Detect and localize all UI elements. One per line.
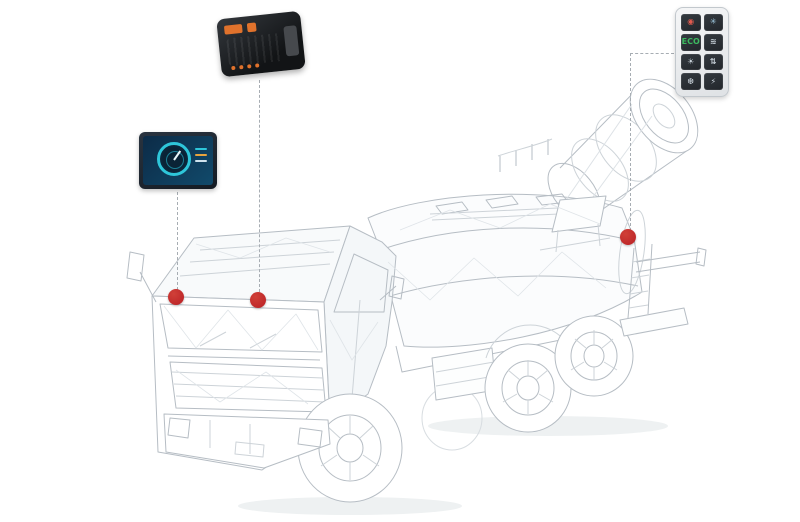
led-indicator xyxy=(239,64,244,70)
bolt-button: ⚡ xyxy=(703,73,723,90)
fog-cannon xyxy=(497,78,699,253)
eco-button: ECO xyxy=(681,33,701,51)
led-indicator xyxy=(247,64,252,69)
rear-wheels xyxy=(484,315,634,433)
callout-line-display xyxy=(177,192,178,290)
fan-button: ✳ xyxy=(703,14,723,31)
controller-heatsink-ridges xyxy=(226,32,283,67)
updown-button: ⇅ xyxy=(703,53,723,71)
speed-gauge-icon xyxy=(157,142,191,176)
light-button: ☀ xyxy=(681,53,701,71)
spray-button: ≋ xyxy=(703,33,723,51)
keypad-buttons: ◉✳ECO≋☀⇅❆⚡ xyxy=(681,14,723,90)
screen-indicator-bar xyxy=(195,160,207,162)
led-indicator xyxy=(255,63,260,68)
hotspot-dot-controller[interactable] xyxy=(250,292,266,308)
gauge-inner-ring xyxy=(166,151,184,169)
screen-indicator-bar xyxy=(195,148,207,150)
mesh-overlay xyxy=(163,203,607,405)
callout-line-controller xyxy=(259,80,260,292)
connector-chip-icon xyxy=(246,22,257,33)
led-indicator xyxy=(231,65,236,71)
front-bumper xyxy=(163,413,331,469)
callout-line-keypad-vertical xyxy=(630,53,631,231)
control-module-device xyxy=(216,10,306,78)
touchscreen-display-device xyxy=(139,132,217,189)
rear-frame xyxy=(619,243,707,337)
mist-button: ❆ xyxy=(681,73,701,90)
controller-end-cap xyxy=(283,25,300,57)
hotspot-dot-keypad[interactable] xyxy=(620,229,636,245)
display-screen xyxy=(143,136,213,185)
power-button: ◉ xyxy=(681,14,701,31)
screen-indicator-bar xyxy=(195,154,207,156)
hotspot-dot-display[interactable] xyxy=(168,289,184,305)
callout-line-keypad-horizontal xyxy=(630,53,674,54)
membrane-keypad-device: ◉✳ECO≋☀⇅❆⚡ xyxy=(675,7,729,97)
connector-port-icon xyxy=(223,23,243,35)
